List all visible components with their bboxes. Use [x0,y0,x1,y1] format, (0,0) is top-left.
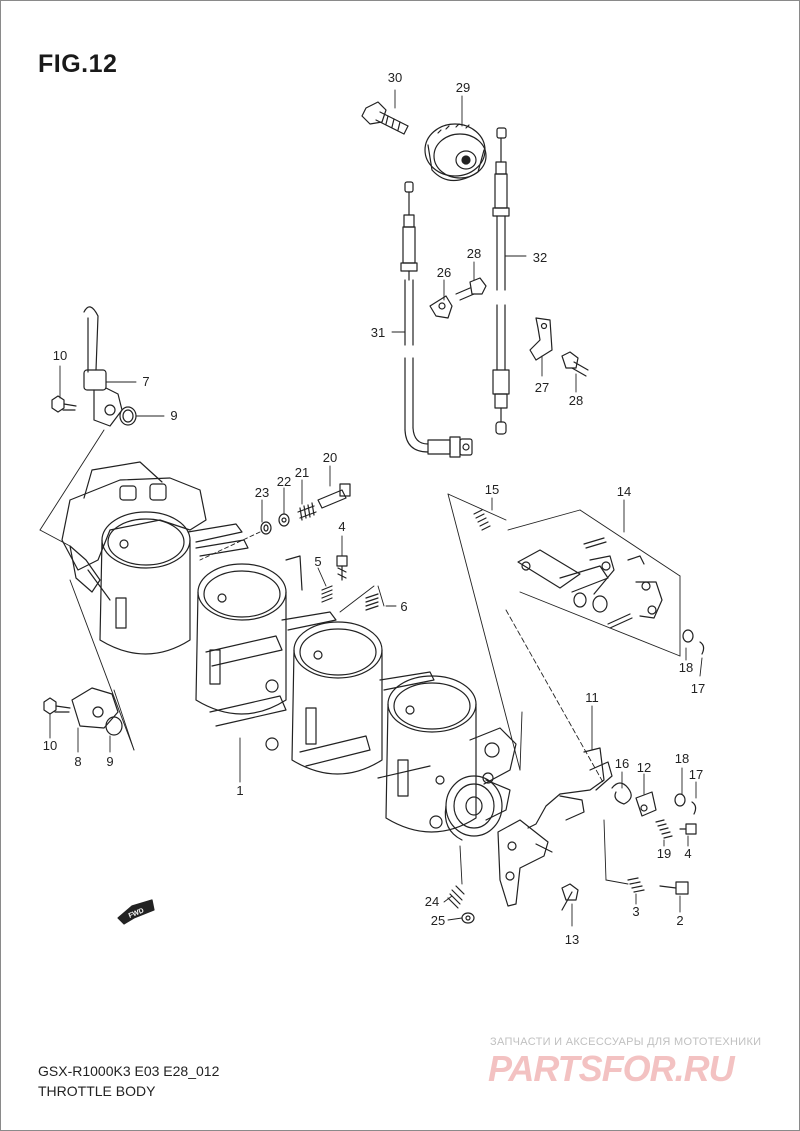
label-18-top: 18 [679,660,693,675]
sensor-8-drawing [43,687,123,736]
bracket-26-drawing [429,277,487,319]
figure-name: THROTTLE BODY [38,1083,156,1099]
label-16: 16 [615,756,629,771]
label-12: 12 [637,760,651,775]
adjuster-parts-drawing [611,782,697,895]
model-code: GSX-R1000K3 E03 E28_012 [38,1063,220,1079]
label-23: 23 [255,485,269,500]
label-10-top: 10 [53,348,67,363]
label-5: 5 [314,554,321,569]
label-27: 27 [535,380,549,395]
bracket-27-drawing [529,317,589,377]
label-20: 20 [323,450,337,465]
label-9-bottom: 9 [106,754,113,769]
label-3: 3 [632,904,639,919]
label-24: 24 [425,894,439,909]
label-18-bottom: 18 [675,751,689,766]
small-parts-20-23-drawing [260,483,351,535]
label-6: 6 [400,599,407,614]
label-9-top: 9 [170,408,177,423]
part-labels: 30 29 28 26 32 31 27 28 10 7 9 20 21 22 … [43,70,705,947]
linkage-14-drawing [473,509,705,655]
watermark-caption: ЗАПЧАСТИ И АКСЕССУАРЫ ДЛЯ МОТОТЕХНИКИ [490,1036,762,1048]
label-1: 1 [236,783,243,798]
label-8: 8 [74,754,81,769]
fwd-arrow-icon [117,899,155,925]
label-17-bottom: 17 [689,767,703,782]
label-2: 2 [676,913,683,928]
throttle-cable-31-drawing [400,181,473,458]
label-14: 14 [617,484,631,499]
label-11: 11 [585,690,599,705]
lever-11-drawing [497,747,613,911]
label-17-top: 17 [691,681,705,696]
throttle-cable-32-drawing [492,127,510,435]
screw-24-nut-25-drawing [447,885,475,924]
pulley-cap-29-drawing [424,123,487,182]
label-25: 25 [431,913,445,928]
label-4-bottom: 4 [684,846,691,861]
label-28-top: 28 [467,246,481,261]
bolt-30-drawing [361,101,409,135]
screws-springs-4-5-6-drawing [321,555,379,611]
label-30: 30 [388,70,402,85]
sensor-7-drawing [51,306,137,427]
throttle-body-assembly-drawing [61,461,517,841]
figure-title: FIG.12 [38,50,118,78]
label-13: 13 [565,932,579,947]
label-19: 19 [657,846,671,861]
label-10-bottom: 10 [43,738,57,753]
label-4-middle: 4 [338,519,345,534]
leader-lines [39,89,703,927]
label-26: 26 [437,265,451,280]
label-32: 32 [533,250,547,265]
label-29: 29 [456,80,470,95]
label-22: 22 [277,474,291,489]
label-31: 31 [371,325,385,340]
label-7: 7 [142,374,149,389]
watermark-logo: PARTSFOR.RU [488,1048,735,1089]
label-28-bottom: 28 [569,393,583,408]
label-21: 21 [295,465,309,480]
label-15: 15 [485,482,499,497]
